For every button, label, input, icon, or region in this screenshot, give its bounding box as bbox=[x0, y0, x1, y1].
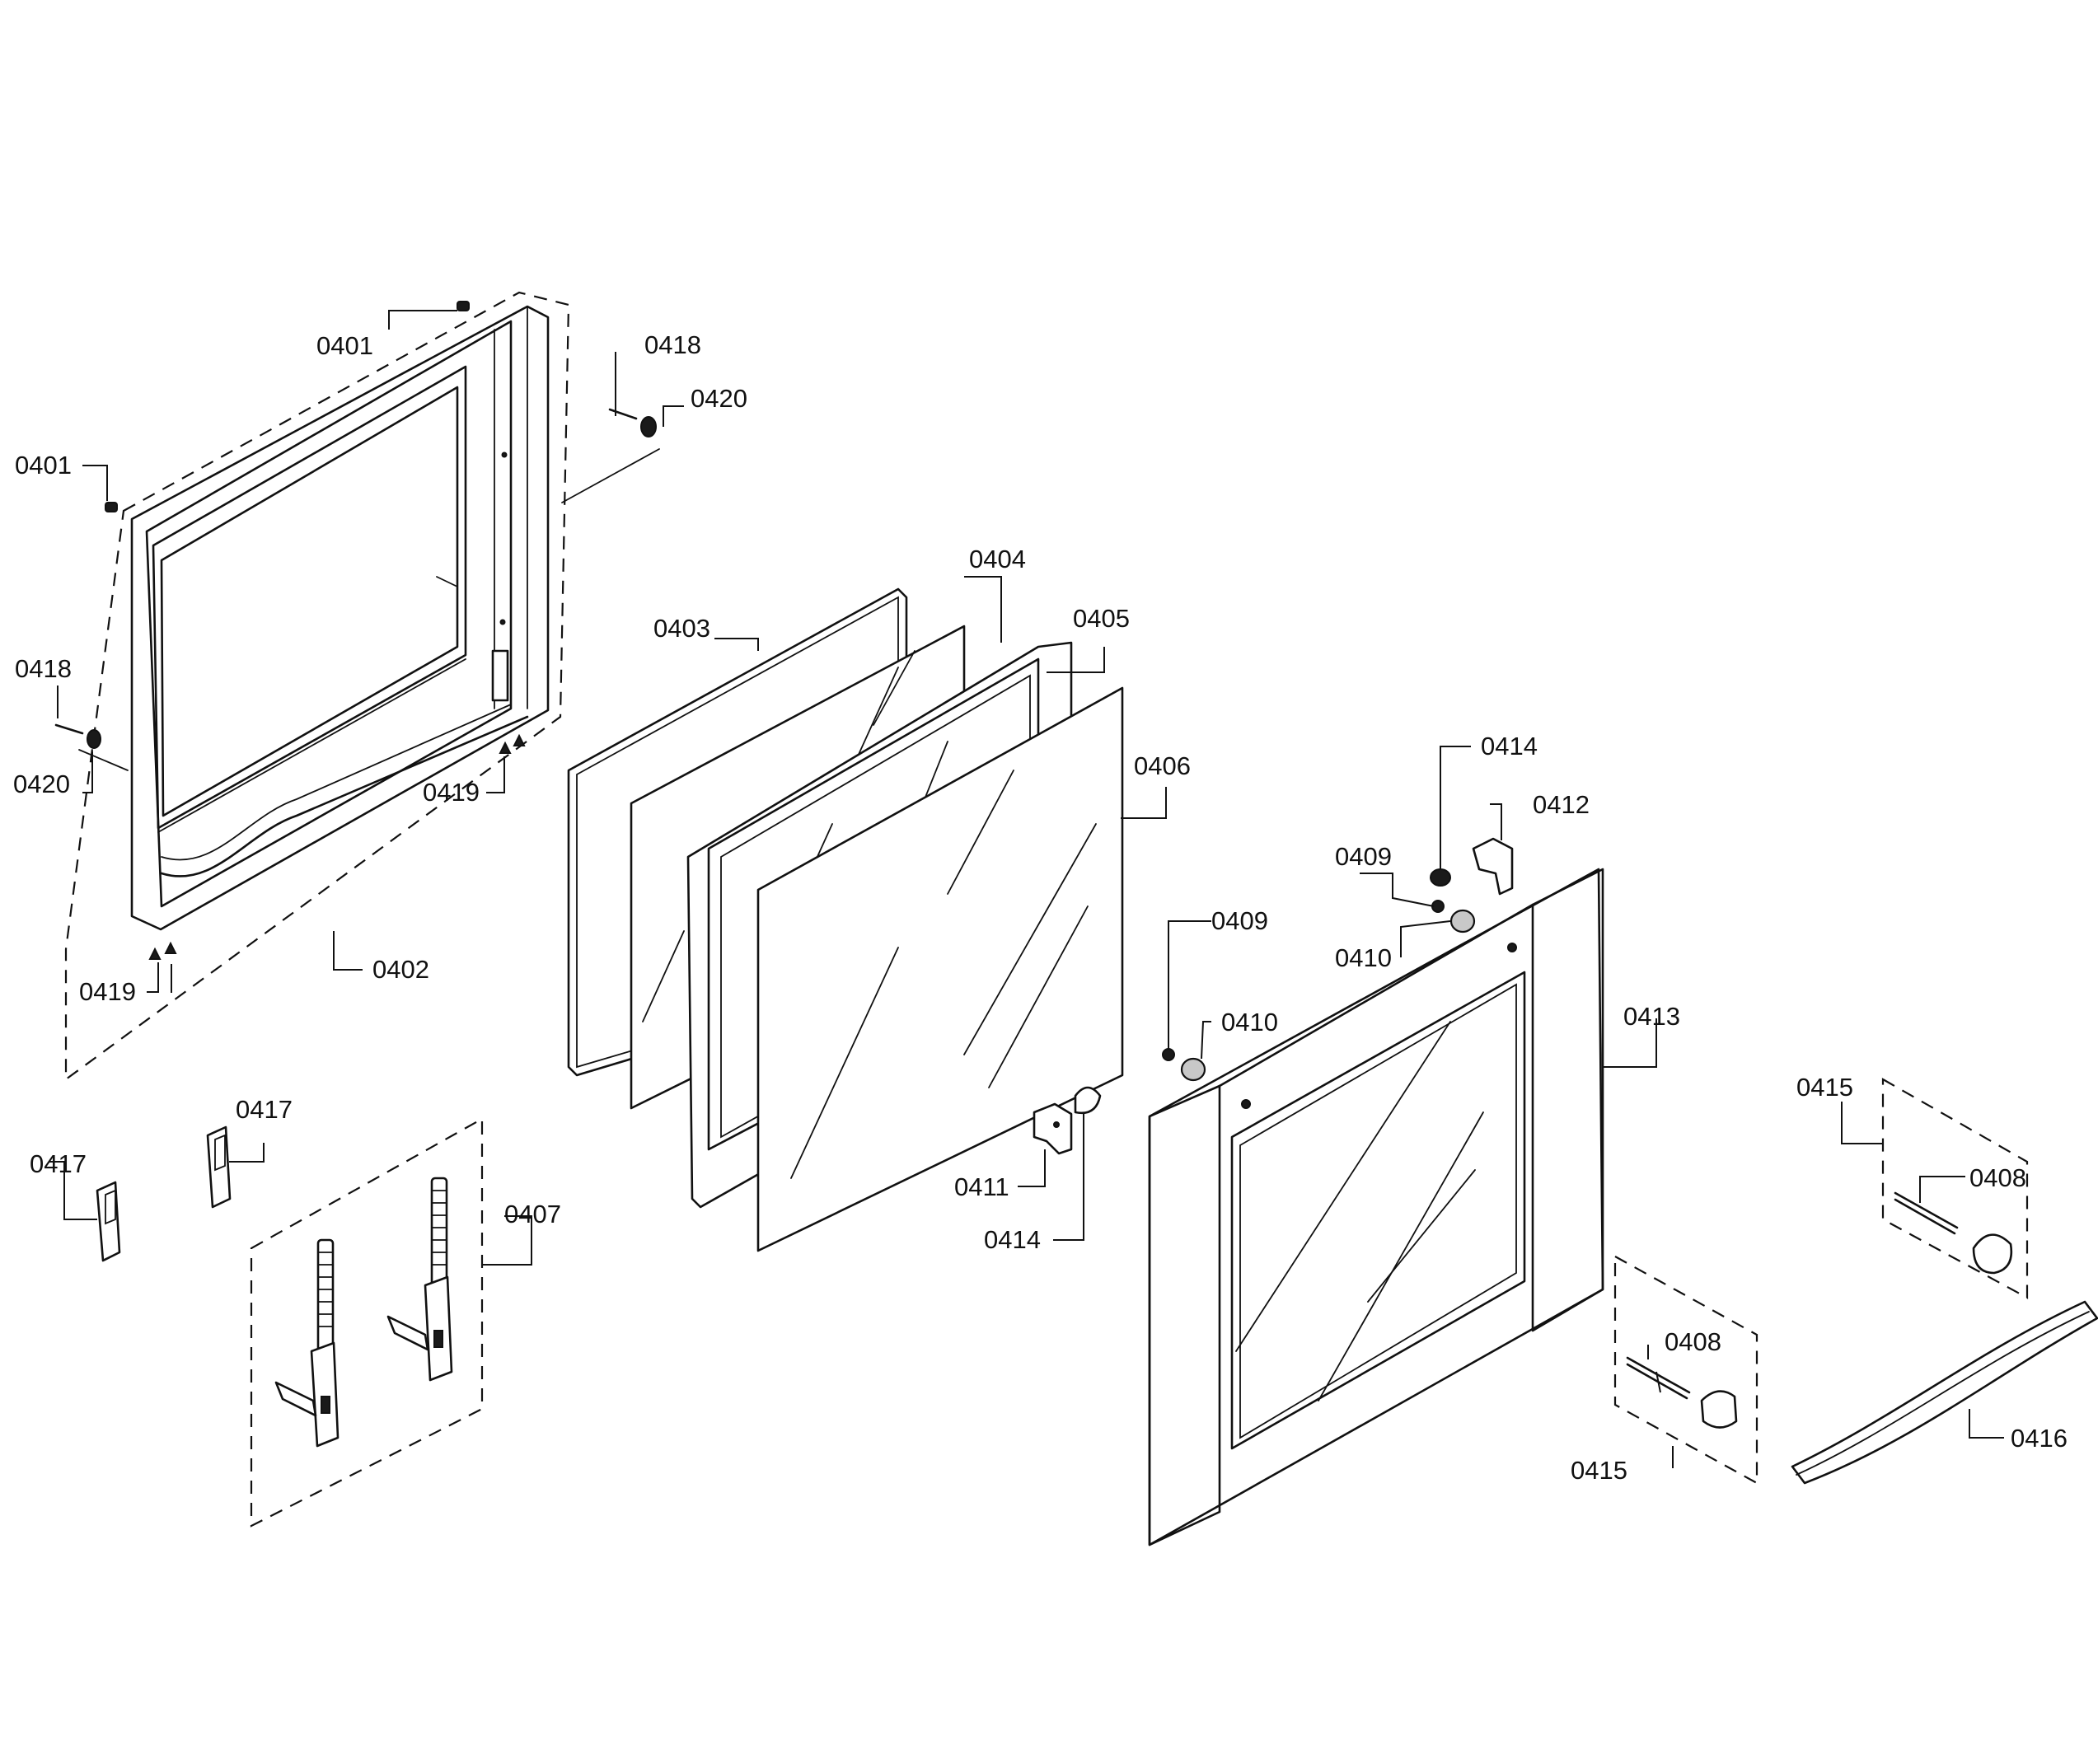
washer-0420-left bbox=[87, 729, 101, 749]
clip-0414-lower bbox=[1074, 1086, 1102, 1115]
callout-0410-upper: 0410 bbox=[1335, 943, 1392, 972]
hinge-bracket-hardware bbox=[1162, 837, 1514, 1082]
callout-0410-lower: 0410 bbox=[1221, 1008, 1278, 1036]
callout-0419-left: 0419 bbox=[79, 977, 136, 1006]
callout-0417-left: 0417 bbox=[30, 1149, 87, 1178]
callout-0417-right: 0417 bbox=[236, 1095, 293, 1124]
callout-0416: 0416 bbox=[2011, 1424, 2068, 1453]
callout-0415-lower: 0415 bbox=[1571, 1456, 1627, 1485]
screw-0401-top bbox=[457, 301, 470, 311]
handle-mount-0415-lower bbox=[1613, 1255, 1758, 1485]
screw-0401-left bbox=[105, 502, 118, 512]
washer-0420-right bbox=[640, 416, 657, 437]
end-cap-upper bbox=[1972, 1233, 2013, 1275]
washer-0409-lower bbox=[1162, 1048, 1175, 1061]
callout-0413: 0413 bbox=[1623, 1002, 1680, 1031]
glass-panel-0406 bbox=[756, 686, 1124, 1252]
callout-0418-right: 0418 bbox=[644, 330, 701, 359]
frame-hardware bbox=[54, 301, 660, 960]
bracket-0412 bbox=[1472, 837, 1514, 896]
callout-0411: 0411 bbox=[954, 1172, 1009, 1201]
callout-0403: 0403 bbox=[653, 614, 710, 643]
end-cap-lower bbox=[1700, 1390, 1738, 1429]
hinge-left bbox=[274, 1238, 340, 1448]
bolt-0408-upper bbox=[1894, 1191, 1959, 1229]
callout-0419-right: 0419 bbox=[423, 778, 480, 807]
callout-0404: 0404 bbox=[969, 545, 1026, 573]
bushing-0410-lower bbox=[1180, 1057, 1206, 1082]
hinge-cover-0417-right bbox=[206, 1125, 232, 1209]
clip-0414-upper bbox=[1430, 868, 1451, 887]
bracket-0411 bbox=[1033, 1086, 1102, 1155]
callout-0401-left: 0401 bbox=[15, 451, 72, 480]
hinge-set-0407 bbox=[250, 1117, 484, 1528]
callout-0402: 0402 bbox=[372, 955, 429, 984]
callout-0420-left: 0420 bbox=[13, 770, 70, 798]
inner-door-frame bbox=[64, 291, 570, 1082]
callout-0412: 0412 bbox=[1533, 790, 1590, 819]
callout-0401-top: 0401 bbox=[316, 331, 373, 360]
door-handle-0416 bbox=[1791, 1300, 2098, 1485]
callout-0408-lower: 0408 bbox=[1665, 1327, 1721, 1356]
leader-lines bbox=[49, 310, 2004, 1468]
callout-0415-upper: 0415 bbox=[1796, 1073, 1853, 1102]
callout-0407: 0407 bbox=[504, 1200, 561, 1228]
hinge-right bbox=[386, 1177, 453, 1382]
callout-0420-right: 0420 bbox=[691, 384, 747, 413]
callout-0418-left: 0418 bbox=[15, 654, 72, 683]
callout-0414-lower: 0414 bbox=[984, 1225, 1041, 1254]
bolt-0408-lower bbox=[1626, 1356, 1691, 1394]
callout-0409-upper: 0409 bbox=[1335, 842, 1392, 871]
callout-0408-upper: 0408 bbox=[1969, 1163, 2026, 1192]
callout-0406: 0406 bbox=[1134, 751, 1191, 780]
callout-0405: 0405 bbox=[1073, 604, 1130, 633]
washer-0409-upper bbox=[1431, 900, 1445, 913]
hinge-cover-0417-left bbox=[96, 1181, 121, 1262]
bushing-0410-upper bbox=[1449, 909, 1476, 933]
callout-0414-upper: 0414 bbox=[1481, 732, 1538, 760]
callout-0409-lower: 0409 bbox=[1211, 906, 1268, 935]
outer-door-panel-0413 bbox=[1148, 868, 1604, 1546]
handle-mount-0415-upper bbox=[1881, 1078, 2029, 1299]
